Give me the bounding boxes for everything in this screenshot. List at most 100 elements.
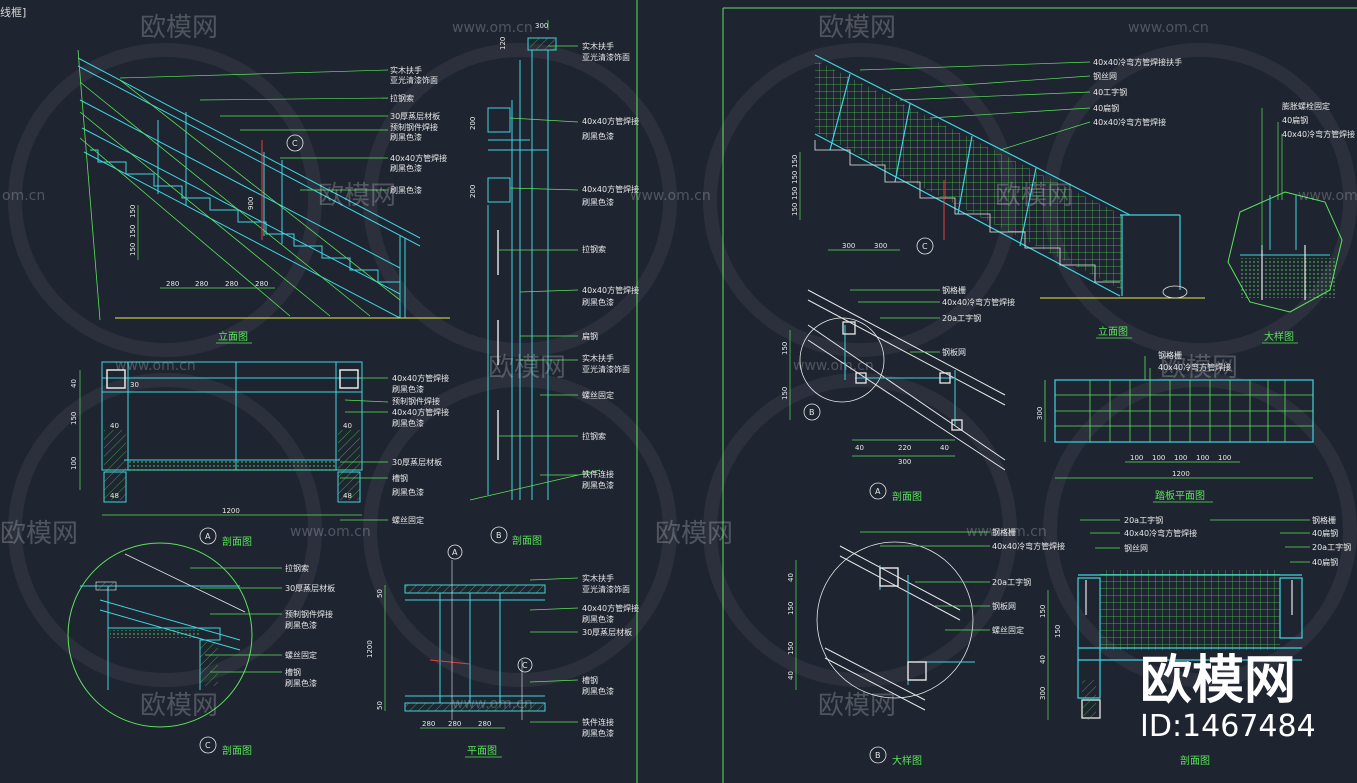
- drawing-title: 剖面图: [892, 490, 922, 503]
- left-plan: A C 实木扶手 亚光清漆饰面 40x40方管焊接 刷黑色漆 30厚蒸层材板 槽…: [366, 544, 639, 758]
- label: 20a工字钢: [942, 313, 981, 323]
- label: 预制钢件焊接: [390, 122, 438, 132]
- label: 40x40冷弯方管焊接: [1282, 129, 1355, 139]
- label: 扁钢: [582, 331, 598, 341]
- stamp-brand: 欧模网: [1140, 651, 1296, 711]
- dim: 280: [478, 720, 491, 728]
- drawing-title: 剖面图: [222, 535, 252, 548]
- label: 刷黑色漆: [582, 614, 614, 624]
- right-elevation: C 40x40冷弯方管焊接扶手 钢丝网 40工字钢 40扁钢 40x40冷弯方管…: [791, 54, 1205, 339]
- callout-c: C: [922, 242, 928, 251]
- watermark-site: www.om.cn: [452, 696, 533, 712]
- label: 刷黑色漆: [392, 418, 424, 428]
- watermark-site: www.om.cn: [1298, 188, 1357, 204]
- dim: 150: [791, 155, 799, 168]
- dim: 150: [791, 171, 799, 184]
- label: 槽钢: [392, 473, 408, 483]
- label: 拉钢索: [582, 431, 606, 441]
- dim: 40: [110, 422, 119, 430]
- label: 钢板网: [992, 601, 1016, 611]
- label: 拉钢索: [285, 563, 309, 573]
- label: 40x40冷弯方管焊接: [1093, 117, 1166, 127]
- dim: 30: [130, 381, 139, 389]
- dim: 300: [535, 22, 548, 30]
- label: 亚光清漆饰面: [582, 364, 630, 374]
- watermark-site: www.om.cn: [452, 20, 533, 36]
- label: 刷黑色漆: [582, 131, 614, 141]
- dim: 40: [787, 671, 795, 680]
- watermark-brand: 欧模网: [488, 353, 566, 383]
- watermark-brand: 欧模网: [818, 13, 896, 43]
- watermark-brand: 欧模网: [818, 691, 896, 721]
- dim: 150: [129, 225, 137, 238]
- drawing-title: 剖面图: [1180, 754, 1210, 767]
- dim: 40: [787, 573, 795, 582]
- dim: 150: [787, 602, 795, 615]
- watermark-site: www.om.cn: [630, 188, 711, 204]
- label: 40x40冷弯方管焊接: [942, 297, 1015, 307]
- dim: 280: [225, 280, 238, 288]
- label: 槽钢: [582, 675, 598, 685]
- label: 钢丝网: [1124, 543, 1148, 553]
- left-section-c: 拉钢索 30厚蒸层材板 预制钢件焊接 刷黑色漆 螺丝固定 槽钢 刷黑色漆 C 剖…: [67, 542, 335, 757]
- label: 40x40冷弯方管焊接: [1124, 528, 1197, 538]
- label: 槽钢: [285, 667, 301, 677]
- watermark-brand: 欧模网: [655, 519, 733, 549]
- label: 20a工字钢: [1312, 542, 1351, 552]
- label: 钢格栅: [992, 527, 1016, 537]
- label: 30厚蒸层材板: [285, 583, 335, 593]
- label: 钢格栅: [1312, 515, 1336, 525]
- dim: 200: [469, 185, 477, 198]
- drawing-title: 踏板平面图: [1155, 489, 1205, 502]
- sheet-frames: [636, 0, 1357, 783]
- dim: 150: [787, 642, 795, 655]
- dim: 300: [842, 242, 855, 250]
- watermark-site: www.om.cn: [793, 358, 874, 374]
- label: 亚光清漆饰面: [390, 75, 438, 85]
- dim: 50: [376, 701, 384, 710]
- label: 实木扶手: [582, 353, 614, 363]
- drawing-title: 大样图: [892, 754, 922, 767]
- label: 40x40方管焊接: [582, 603, 639, 613]
- dim: 900: [247, 197, 255, 210]
- dim: 100: [1152, 454, 1165, 462]
- label: 40扁钢: [1312, 528, 1338, 538]
- watermark-brand: 欧模网: [995, 181, 1073, 211]
- label: 刷黑色漆: [582, 480, 614, 490]
- section-marker: C: [205, 741, 211, 750]
- dim: 280: [255, 280, 268, 288]
- label: 铁件连接: [582, 469, 614, 479]
- label: 钢丝网: [1093, 71, 1117, 81]
- watermark-brand: 欧模网: [1160, 353, 1238, 383]
- watermark-site: www.om.cn: [115, 358, 196, 374]
- label: 螺丝固定: [992, 625, 1024, 635]
- label: 40x40方管焊接: [392, 373, 449, 383]
- dim: 300: [898, 458, 911, 466]
- drawing-title: 平面图: [467, 745, 497, 757]
- label: 实木扶手: [582, 573, 614, 583]
- right-detail-b: 钢格栅 40x40冷弯方管焊接 20a工字钢 钢板网 螺丝固定 40 150 1…: [787, 527, 1065, 767]
- section-marker: B: [496, 531, 502, 540]
- dim: 1200: [222, 507, 240, 515]
- dim: 40: [343, 422, 352, 430]
- watermark-site-short: om.cn: [2, 188, 45, 204]
- dim: 100: [70, 457, 78, 470]
- dim: 220: [898, 444, 911, 452]
- right-tread-plan: 钢格栅 40x40冷弯方管焊接 100 100 100 100 100 1200…: [1036, 350, 1314, 503]
- dim: 280: [422, 720, 435, 728]
- watermarks: 欧模网 www.om.cn 欧模网 www.om.cn om.cn 欧模网 ww…: [0, 13, 1357, 721]
- label: 刷黑色漆: [390, 132, 422, 142]
- dim: 50: [376, 589, 384, 598]
- dim: 300: [1039, 687, 1047, 700]
- label: 螺丝固定: [285, 650, 317, 660]
- label: 20a工字钢: [1124, 515, 1163, 525]
- dim: 40: [1039, 655, 1047, 664]
- stamp-id: ID:1467484: [1140, 709, 1316, 744]
- dim: 280: [448, 720, 461, 728]
- viewport-label: 线框]: [0, 6, 27, 19]
- section-marker: A: [205, 532, 211, 541]
- label: 40x40方管焊接: [582, 184, 639, 194]
- label: 40x40冷弯方管焊接: [1158, 362, 1231, 372]
- dim: 100: [1174, 454, 1187, 462]
